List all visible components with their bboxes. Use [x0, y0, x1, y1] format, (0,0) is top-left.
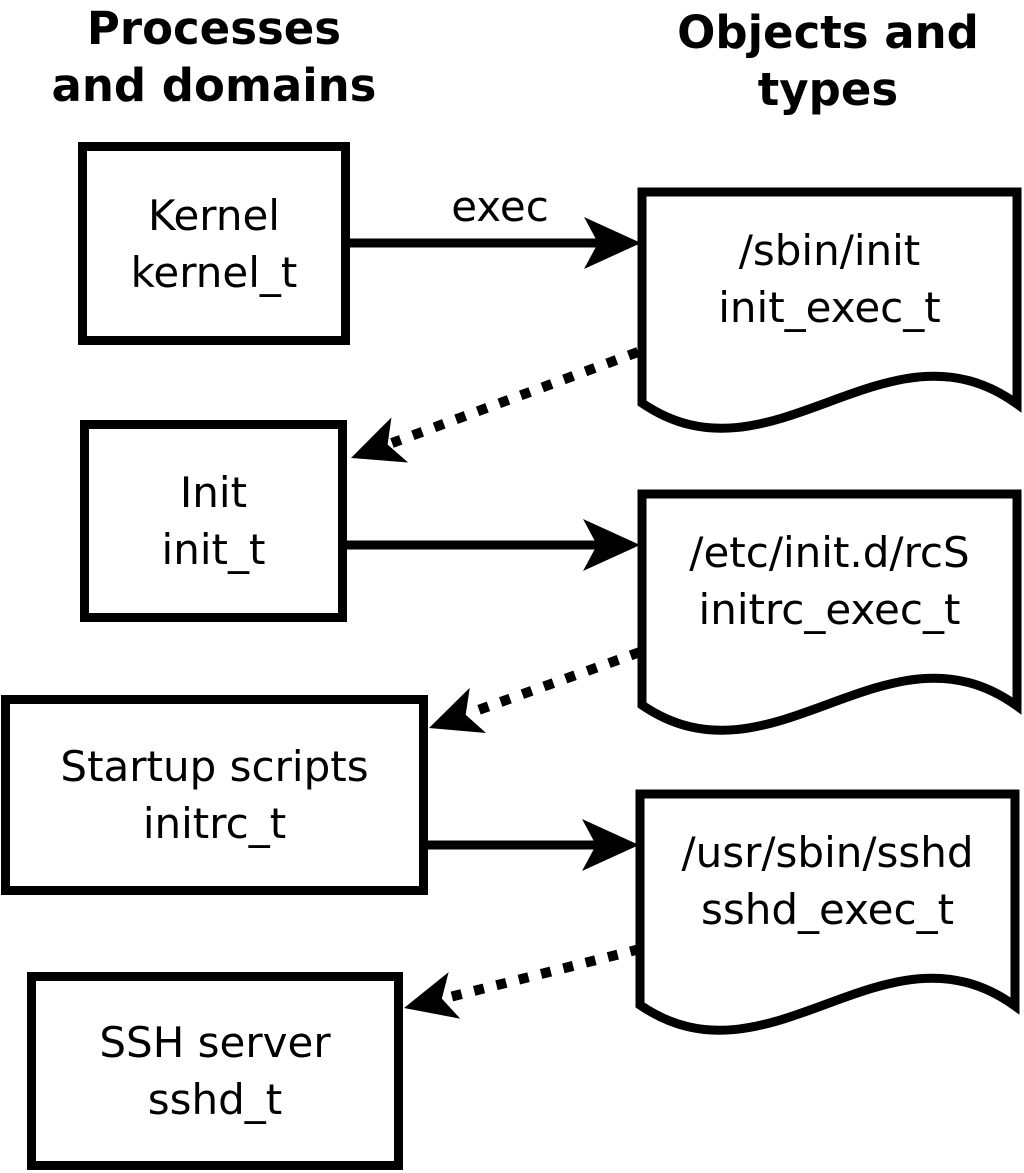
solid-arrowhead	[582, 819, 639, 871]
object-path: /usr/sbin/sshd	[681, 828, 974, 877]
solid-arrowhead	[583, 519, 640, 571]
process-box-init	[80, 420, 347, 622]
solid-arrowhead	[584, 217, 641, 269]
process-label-kernel: Kernel kernel_t	[78, 142, 350, 345]
object-label-sbin-init: /sbin/init init_exec_t	[642, 192, 1017, 366]
object-path: /etc/init.d/rcS	[689, 528, 970, 577]
right-column-header: Objects and types	[677, 6, 979, 116]
process-name: Startup scripts	[60, 742, 369, 791]
dotted-arrow-etc-initd-rcs-to-startup	[429, 647, 642, 733]
solid-arrow-startup-to-usr-sbin-sshd	[425, 819, 639, 871]
object-label-etc-initd-rcs: /etc/init.d/rcS initrc_exec_t	[642, 494, 1017, 668]
object-type: init_exec_t	[718, 283, 941, 332]
object-path: /sbin/init	[738, 226, 921, 275]
object-doc-etc-initd-rcs	[637, 489, 1022, 735]
dotted-arrowhead	[429, 687, 487, 733]
process-name: SSH server	[99, 1018, 331, 1067]
process-box-startup-scripts	[1, 695, 428, 895]
dotted-arrow-line	[468, 647, 642, 718]
object-type: initrc_exec_t	[698, 585, 961, 634]
process-domain: initrc_t	[142, 799, 287, 848]
dotted-arrowhead	[404, 972, 461, 1019]
solid-arrow-kernel-to-sbin-init	[348, 217, 641, 269]
solid-arrow-init-to-etc-initd-rcs	[345, 519, 640, 571]
process-domain: kernel_t	[130, 247, 298, 297]
process-domain: sshd_t	[147, 1075, 283, 1124]
dotted-arrowhead	[351, 417, 409, 463]
process-name: Init	[179, 468, 248, 517]
dotted-arrow-usr-sbin-sshd-to-ssh-server	[404, 944, 642, 1019]
process-label-init: Init init_t	[80, 420, 347, 622]
process-domain: init_t	[161, 525, 266, 574]
object-type: sshd_exec_t	[700, 885, 955, 934]
object-doc-usr-sbin-sshd	[635, 789, 1020, 1035]
exec-edge-label: exec	[451, 182, 549, 231]
process-box-kernel	[78, 142, 350, 345]
process-label-startup-scripts: Startup scripts initrc_t	[1, 695, 428, 895]
object-label-usr-sbin-sshd: /usr/sbin/sshd sshd_exec_t	[640, 794, 1015, 968]
dotted-arrow-sbin-init-to-init	[351, 347, 640, 463]
object-doc-sbin-init	[637, 187, 1022, 433]
process-label-ssh-server: SSH server sshd_t	[27, 972, 403, 1170]
left-column-header: Processes and domains	[51, 2, 377, 112]
dotted-arrow-line	[390, 347, 640, 448]
dotted-arrow-line	[444, 944, 642, 1003]
process-name: Kernel	[148, 190, 280, 240]
process-box-ssh-server	[27, 972, 403, 1170]
